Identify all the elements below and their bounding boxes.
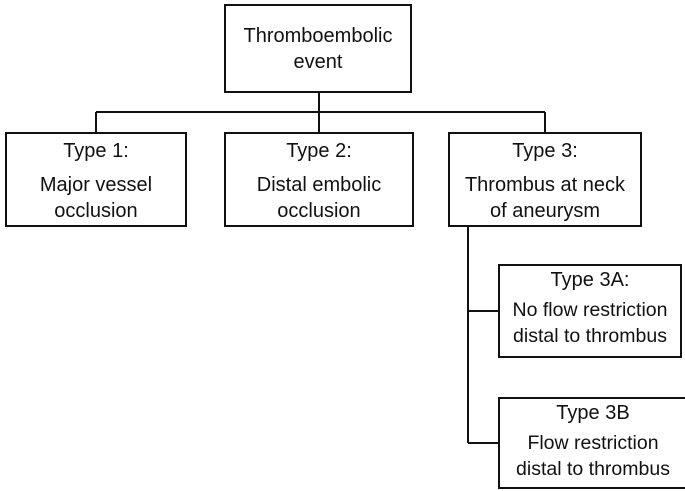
node-type-1-line-2: occlusion	[54, 200, 138, 222]
node-type-2: Type 2: Distal embolic occlusion	[224, 132, 414, 227]
node-type-3b-line-1: Flow restriction	[527, 432, 659, 454]
node-root-line-2: event	[293, 50, 343, 73]
node-type-1: Type 1: Major vessel occlusion	[5, 132, 187, 227]
node-type-3a: Type 3A: No flow restriction distal to t…	[498, 264, 682, 358]
node-type-1-heading: Type 1:	[63, 140, 129, 162]
node-type-3b-heading: Type 3B	[556, 402, 630, 424]
node-type-3-heading: Type 3:	[512, 140, 578, 162]
node-type-3a-line-1: No flow restriction	[512, 299, 668, 321]
node-type-1-line-1: Major vessel	[39, 174, 153, 196]
node-root-line-1: Thromboembolic	[243, 24, 393, 47]
node-type-2-line-2: occlusion	[277, 200, 361, 222]
node-type-2-heading: Type 2:	[286, 140, 352, 162]
node-type-3: Type 3: Thrombus at neck of aneurysm	[448, 132, 642, 227]
node-type-2-line-1: Distal embolic	[256, 174, 382, 196]
node-type-3b: Type 3B Flow restriction distal to throm…	[498, 397, 685, 489]
node-type-3-line-2: of aneurysm	[489, 200, 601, 222]
node-type-3a-line-2: distal to thrombus	[513, 325, 667, 347]
node-type-3-line-1: Thrombus at neck	[464, 174, 626, 196]
node-type-3a-heading: Type 3A:	[550, 269, 630, 291]
node-type-3b-line-2: distal to thrombus	[516, 458, 670, 480]
node-thromboembolic-event: Thromboembolic event	[224, 4, 412, 93]
